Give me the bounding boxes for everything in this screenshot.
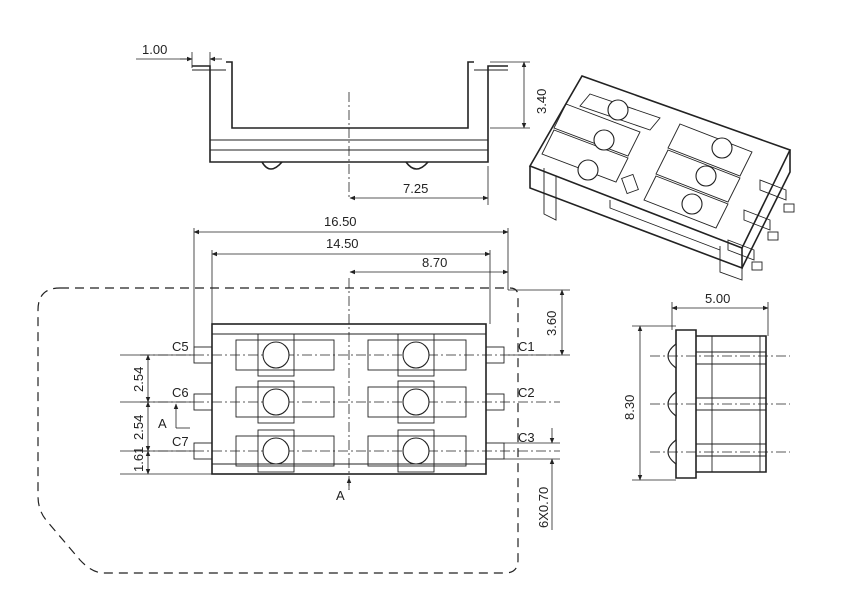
contact-row-right [367,333,467,473]
dim-16-50: 16.50 [324,214,357,229]
plan-view: 16.50 14.50 8.70 3.60 2.54 2.54 1.61 A A… [37,214,570,574]
contact-c2: C2 [518,385,535,400]
dim-3-60: 3.60 [544,311,559,336]
dim-2-54-a: 2.54 [131,367,146,392]
contact-c3: C3 [518,430,535,445]
contact-c1: C1 [518,339,535,354]
dim-2-54-b: 2.54 [131,415,146,440]
dim-14-50: 14.50 [326,236,359,251]
contact-c7: C7 [172,434,189,449]
dim-8-30: 8.30 [622,395,637,420]
dim-8-70: 8.70 [422,255,447,270]
contact-c5: C5 [172,339,189,354]
contact-row-left [235,333,335,473]
contact-c6: C6 [172,385,189,400]
dim-7-25: 7.25 [403,181,428,196]
dim-5-00: 5.00 [705,291,730,306]
section-mark-left: A [158,416,167,431]
dim-1-61: 1.61 [131,447,146,472]
isometric-view [528,75,795,281]
dim-1-00: 1.00 [142,42,167,57]
dim-6x0-70: 6X0.70 [536,487,551,528]
front-view: 1.00 3.40 7.25 [136,42,549,205]
section-mark-bottom: A [336,488,345,503]
dim-3-40: 3.40 [534,89,549,114]
side-view: 5.00 8.30 [622,291,790,481]
